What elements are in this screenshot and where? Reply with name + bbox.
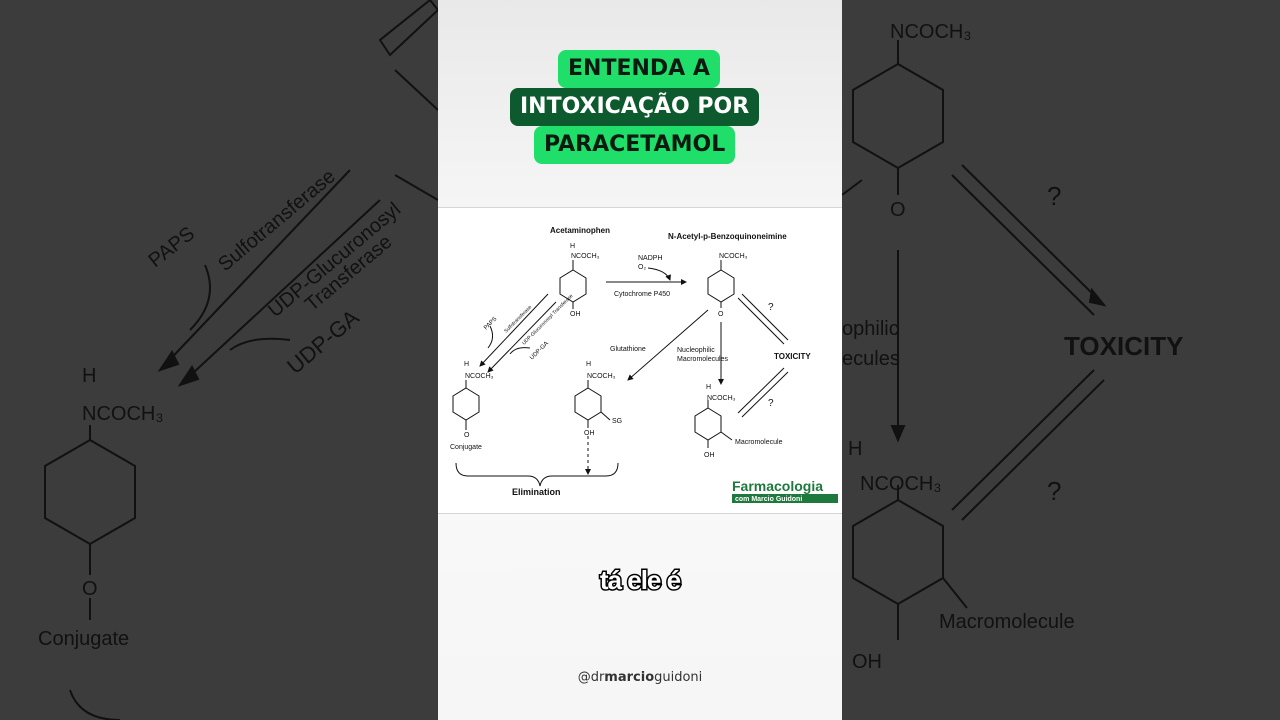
paps-label: PAPS	[483, 316, 498, 331]
macromolecule-label: Macromolecule	[735, 439, 783, 446]
acetaminophen-label: Acetaminophen	[550, 226, 610, 235]
glutathione-arrow	[627, 309, 709, 381]
conjugate-h: H	[464, 361, 469, 368]
conjugate-label: Conjugate	[450, 444, 482, 451]
gsh-adduct-oh: OH	[584, 430, 595, 437]
conjugate-ncoch3: NCOCH₃	[465, 373, 494, 380]
macromolecule-adduct-ring	[694, 407, 722, 441]
bg-benzene-ring	[44, 438, 136, 546]
macro-adduct-h: H	[706, 384, 711, 391]
bg-ncoch3-label: NCOCH₃	[860, 473, 941, 495]
background-right-diagram: NCOCH₃ O ? TOXICITY ophilic ecules ? H N…	[842, 21, 1183, 673]
napqi-label: N-Acetyl-p-Benzoquinoneimine	[668, 232, 787, 241]
cyp450-label: Cytochrome P450	[614, 291, 670, 298]
title-line-3: PARACETAMOL	[534, 126, 736, 164]
gsh-adduct-ncoch3: NCOCH₃	[587, 373, 616, 380]
nadph-label: NADPH	[638, 255, 663, 262]
conjugate-o: O	[464, 432, 470, 439]
bg-arrow-udp	[179, 199, 381, 386]
glutathione-label: Glutathione	[610, 346, 646, 353]
handle-bold: marcio	[604, 670, 655, 685]
question-bottom: ?	[768, 398, 774, 409]
nucleophilic-label: Nucleophilic	[677, 347, 715, 354]
bg-quinone-ring	[852, 62, 944, 170]
bg-ncoch3-label: NCOCH₃	[82, 403, 163, 425]
acetaminophen-ncoch3: NCOCH₃	[571, 253, 600, 260]
background-right-panel: NCOCH₃ O ? TOXICITY ophilic ecules ? H N…	[842, 0, 1280, 720]
title-line-1: ENTENDA A	[558, 50, 720, 88]
bg-o-label: O	[82, 578, 98, 600]
bg-macromolecule-label: Macromolecule	[939, 611, 1075, 633]
metabolism-diagram-svg: Acetaminophen N-Acetyl-p-Benzoquinoneimi…	[450, 226, 838, 503]
napqi-o: O	[718, 311, 724, 318]
gsh-adduct-h: H	[586, 361, 591, 368]
macromolecules-label: Macromolecules	[677, 356, 728, 363]
title-line-2: INTOXICAÇÃO POR	[510, 88, 760, 126]
glucuronosyl-arrow	[487, 301, 557, 373]
bg-question-bottom: ?	[1047, 476, 1061, 506]
glutathione-conjugate-ring	[574, 387, 602, 421]
bg-udpga-label: UDP-GA	[282, 304, 364, 378]
macro-adduct-ncoch3: NCOCH₃	[707, 395, 736, 402]
elimination-brace	[455, 462, 619, 487]
bg-cules-label: ecules	[842, 348, 900, 370]
handle-prefix: @dr	[577, 670, 605, 685]
bg-arrow-sulfo	[159, 169, 351, 371]
question-top: ?	[768, 302, 774, 313]
bg-philic-label: ophilic	[842, 318, 899, 340]
elimination-label: Elimination	[512, 487, 561, 497]
napqi-ring	[707, 269, 735, 303]
bg-adduct-ring	[852, 498, 944, 606]
bg-conjugate-label: Conjugate	[38, 628, 129, 650]
bg-h-label: H	[82, 365, 96, 387]
bg-o-top: O	[890, 199, 906, 221]
creator-handle[interactable]: @drmarcioguidoni	[438, 670, 842, 685]
glucuronosyl-label: UDP-Glucuronosyl Transferase	[521, 293, 574, 346]
logo-sub-text: com Marcio Guidoni	[735, 496, 802, 503]
macro-adduct-oh: OH	[704, 452, 715, 459]
sg-label: SG	[612, 418, 622, 425]
bg-question-top: ?	[1047, 181, 1061, 211]
acetaminophen-h: H	[570, 243, 575, 250]
sulfotransferase-arrow	[479, 293, 549, 367]
acetaminophen-oh: OH	[570, 311, 581, 318]
farmacologia-logo: Farmacologia com Marcio Guidoni	[732, 478, 838, 503]
bg-h-label: H	[848, 438, 862, 460]
napqi-ncoch3: NCOCH₃	[719, 253, 748, 260]
o2-label: O₂	[638, 264, 646, 271]
subtitle-caption: tá ele é	[598, 564, 682, 597]
bg-ncoch3-top: NCOCH₃	[890, 21, 971, 43]
toxicity-label: TOXICITY	[774, 352, 811, 361]
video-frame[interactable]: ENTENDA A INTOXICAÇÃO POR PARACETAMOL	[438, 0, 842, 720]
udpga-label: UDP-GA	[529, 341, 550, 362]
bg-toxicity-label: TOXICITY	[1064, 331, 1183, 361]
conjugate-ring	[452, 387, 480, 421]
logo-main-text: Farmacologia	[732, 478, 823, 494]
background-left-panel: PAPS Sulfotransferase UDP-Glucuronosyl T…	[0, 0, 438, 720]
bg-paps-label: PAPS	[145, 223, 199, 272]
metabolism-diagram: Acetaminophen N-Acetyl-p-Benzoquinoneimi…	[438, 207, 842, 514]
bg-oh-label: OH	[852, 651, 882, 673]
background-left-diagram: PAPS Sulfotransferase UDP-Glucuronosyl T…	[38, 0, 438, 720]
handle-suffix: guidoni	[654, 670, 703, 685]
